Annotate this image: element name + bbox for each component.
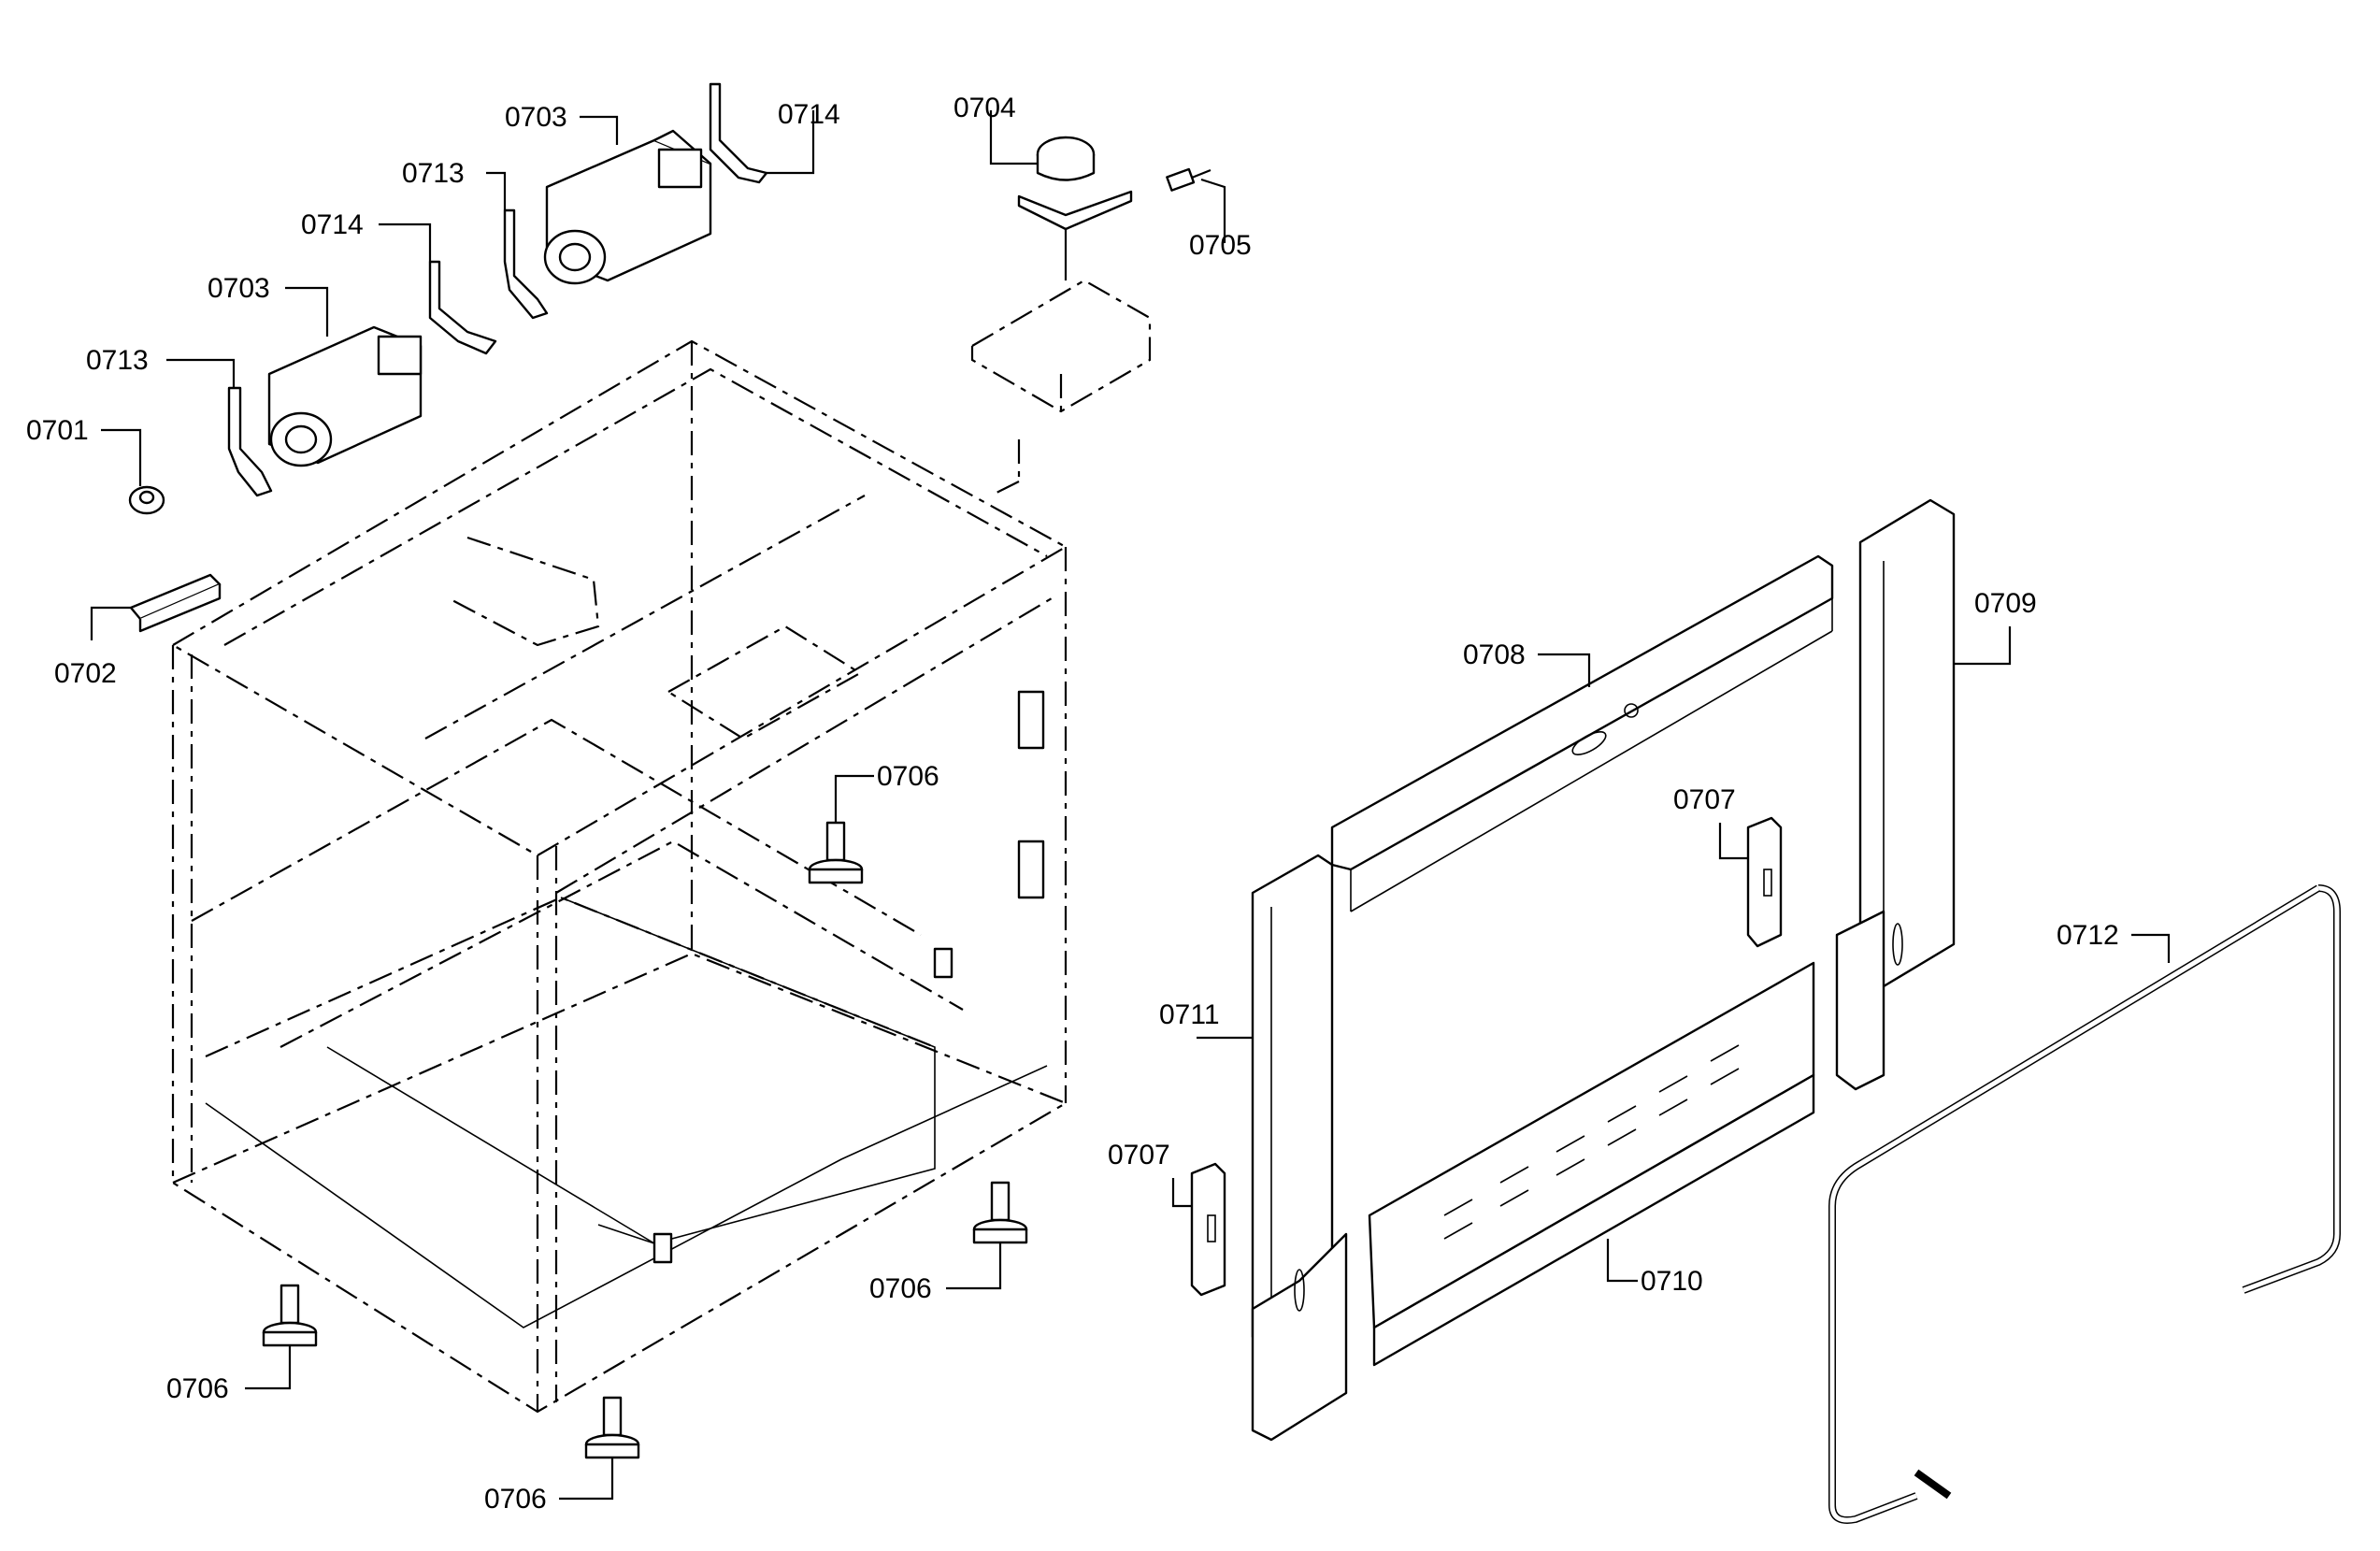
oven-rack-0712 bbox=[1828, 884, 2341, 1524]
leveling-foot-d bbox=[584, 1396, 640, 1459]
knob-0701 bbox=[128, 485, 165, 515]
label-0710: 0710 bbox=[1641, 1266, 1703, 1297]
label-0703-upper: 0703 bbox=[505, 102, 567, 133]
thermostat-0704 bbox=[1017, 136, 1133, 280]
convection-motor-upper bbox=[543, 129, 712, 285]
label-0706-a: 0706 bbox=[877, 761, 939, 792]
label-0713-lower: 0713 bbox=[86, 345, 149, 376]
hinge-receptacle-upper bbox=[1746, 816, 1783, 948]
label-0706-d: 0706 bbox=[484, 1484, 547, 1515]
label-0712: 0712 bbox=[2057, 920, 2119, 951]
leader-lines bbox=[90, 110, 2171, 1501]
label-0703-lower: 0703 bbox=[208, 273, 270, 304]
convection-motor-lower bbox=[267, 325, 423, 467]
oven-chassis-frame bbox=[171, 339, 1068, 1414]
label-0714-upper: 0714 bbox=[778, 99, 840, 130]
leveling-foot-b bbox=[972, 1181, 1028, 1244]
label-0714-lower: 0714 bbox=[301, 209, 364, 240]
label-0705: 0705 bbox=[1189, 230, 1252, 261]
label-0708: 0708 bbox=[1463, 639, 1526, 670]
leveling-foot-c bbox=[262, 1284, 318, 1347]
label-0707-upper: 0707 bbox=[1673, 784, 1736, 815]
vent-panel-0710 bbox=[1368, 961, 1815, 1367]
label-0713-upper: 0713 bbox=[402, 158, 465, 189]
right-side-panel-0709 bbox=[1835, 498, 1956, 1091]
label-0702: 0702 bbox=[54, 658, 117, 689]
label-0706-c: 0706 bbox=[166, 1373, 229, 1404]
label-0704: 0704 bbox=[953, 93, 1016, 123]
switch-0705 bbox=[1166, 167, 1212, 192]
label-0711: 0711 bbox=[1159, 999, 1220, 1030]
label-0706-b: 0706 bbox=[869, 1273, 932, 1304]
terminal-block-0702 bbox=[129, 573, 222, 633]
label-0709: 0709 bbox=[1974, 588, 2037, 619]
part-labels: 0703 0714 0704 0713 0705 0714 0703 0713 … bbox=[26, 93, 2119, 1515]
label-0701: 0701 bbox=[26, 415, 89, 446]
control-box-housing bbox=[970, 279, 1152, 496]
vent-slots bbox=[1443, 1044, 1740, 1240]
left-side-panel-0711 bbox=[1251, 854, 1348, 1442]
hinge-receptacle-lower bbox=[1190, 1162, 1226, 1297]
label-0707-lower: 0707 bbox=[1108, 1140, 1170, 1170]
leveling-feet-0706 bbox=[262, 821, 1028, 1459]
leveling-foot-a bbox=[808, 821, 864, 884]
